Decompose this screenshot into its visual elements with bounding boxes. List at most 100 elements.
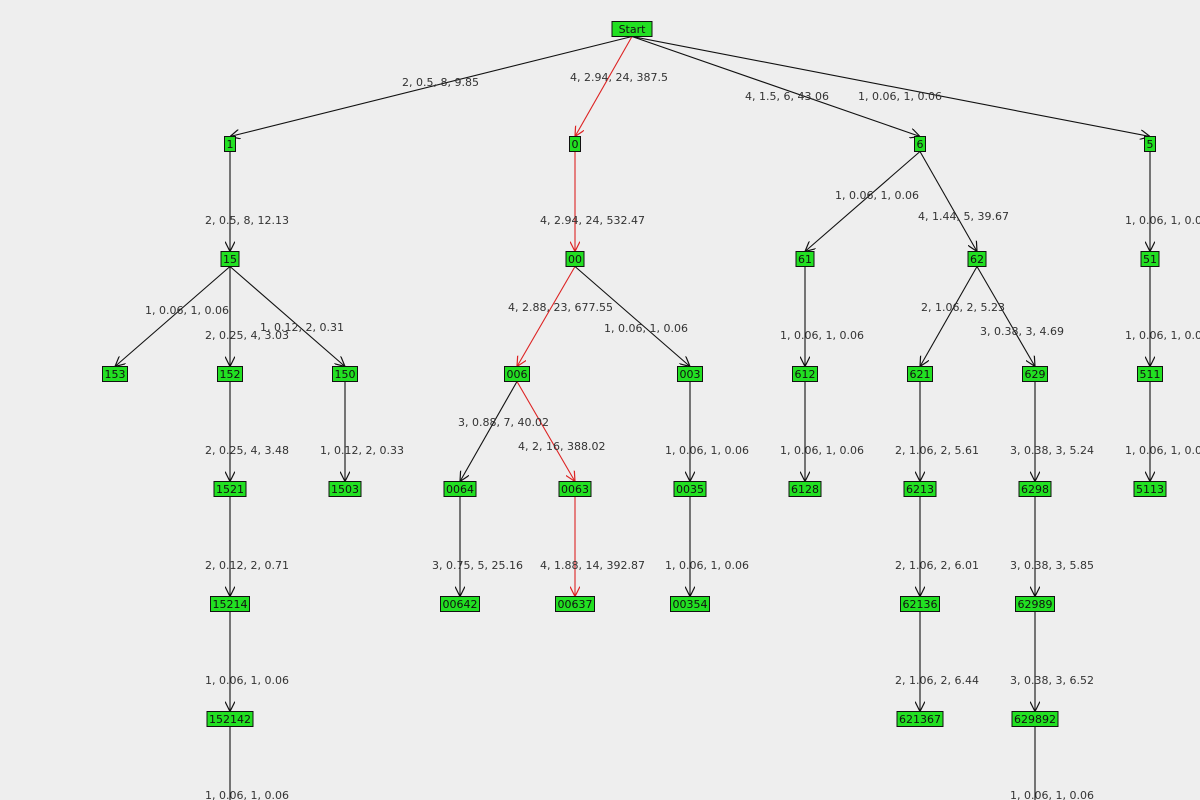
node-61[interactable]: 61 bbox=[795, 251, 815, 267]
node-00637[interactable]: 00637 bbox=[555, 596, 595, 612]
node-label: 62136 bbox=[903, 598, 938, 611]
node-00354[interactable]: 00354 bbox=[670, 596, 710, 612]
edge-006-to-0063 bbox=[516, 381, 575, 482]
node-label: 621367 bbox=[899, 713, 941, 726]
node-612[interactable]: 612 bbox=[792, 366, 818, 382]
edge-label: 1, 0.06, 1, 0.06 bbox=[780, 329, 864, 342]
edge-6-to-61 bbox=[805, 151, 921, 252]
node-label: 152142 bbox=[209, 713, 251, 726]
node-0064[interactable]: 0064 bbox=[443, 481, 477, 497]
node-00642[interactable]: 00642 bbox=[440, 596, 480, 612]
edge-label: 1, 0.06, 1, 0.06 bbox=[858, 90, 942, 103]
edge-label: 1, 0.06, 1, 0.06 bbox=[780, 444, 864, 457]
node-box bbox=[328, 481, 362, 497]
node-box bbox=[443, 481, 477, 497]
node-label: 00637 bbox=[558, 598, 593, 611]
node-629892[interactable]: 629892 bbox=[1011, 711, 1059, 727]
node-box bbox=[914, 136, 926, 152]
node-0035[interactable]: 0035 bbox=[673, 481, 707, 497]
node-62989[interactable]: 62989 bbox=[1015, 596, 1055, 612]
node-label: 00642 bbox=[443, 598, 478, 611]
node-0063[interactable]: 0063 bbox=[558, 481, 592, 497]
edge-label: 1, 0.06, 1, 0.06 bbox=[1125, 329, 1200, 342]
node-1[interactable]: 1 bbox=[224, 136, 236, 152]
node-label: 003 bbox=[680, 368, 701, 381]
edge-Start-to-6 bbox=[631, 35, 920, 137]
node-006[interactable]: 006 bbox=[504, 366, 530, 382]
node-6298[interactable]: 6298 bbox=[1018, 481, 1052, 497]
node-6213[interactable]: 6213 bbox=[903, 481, 937, 497]
node-629[interactable]: 629 bbox=[1022, 366, 1048, 382]
node-box bbox=[788, 481, 822, 497]
node-5[interactable]: 5 bbox=[1144, 136, 1156, 152]
node-label: 15214 bbox=[213, 598, 248, 611]
node-15[interactable]: 15 bbox=[220, 251, 240, 267]
edge-label: 4, 1.5, 6, 43.06 bbox=[745, 90, 829, 103]
edge-label: 1, 0.06, 1, 0.06 bbox=[1010, 789, 1094, 800]
edge-00-to-003 bbox=[574, 266, 690, 367]
edge-label: 3, 0.38, 3, 5.85 bbox=[1010, 559, 1094, 572]
edge-label: 1, 0.06, 1, 0.06 bbox=[1125, 214, 1200, 227]
node-box bbox=[1022, 366, 1048, 382]
node-6128[interactable]: 6128 bbox=[788, 481, 822, 497]
node-label: 150 bbox=[335, 368, 356, 381]
edge-label: 1, 0.06, 1, 0.06 bbox=[604, 322, 688, 335]
node-1503[interactable]: 1503 bbox=[328, 481, 362, 497]
node-6[interactable]: 6 bbox=[914, 136, 926, 152]
node-label: 51 bbox=[1143, 253, 1157, 266]
edge-label: 2, 0.12, 2, 0.71 bbox=[205, 559, 289, 572]
edge-label: 4, 2.94, 24, 387.5 bbox=[570, 71, 668, 84]
edge-Start-to-0 bbox=[575, 36, 633, 137]
node-153[interactable]: 153 bbox=[102, 366, 128, 382]
node-621[interactable]: 621 bbox=[907, 366, 933, 382]
node-label: 153 bbox=[105, 368, 126, 381]
edge-62-to-621 bbox=[920, 266, 978, 367]
node-label: 006 bbox=[507, 368, 528, 381]
node-51[interactable]: 51 bbox=[1140, 251, 1160, 267]
node-box bbox=[1011, 711, 1059, 727]
node-box bbox=[504, 366, 530, 382]
node-621367[interactable]: 621367 bbox=[896, 711, 944, 727]
node-label: 61 bbox=[798, 253, 812, 266]
node-label: 1521 bbox=[216, 483, 244, 496]
node-box bbox=[896, 711, 944, 727]
node-1521[interactable]: 1521 bbox=[213, 481, 247, 497]
edge-label: 1, 0.06, 1, 0.06 bbox=[205, 674, 289, 687]
node-label: 612 bbox=[795, 368, 816, 381]
node-150[interactable]: 150 bbox=[332, 366, 358, 382]
edge-label: 1, 0.12, 2, 0.33 bbox=[320, 444, 404, 457]
node-Start[interactable]: Start bbox=[611, 21, 653, 37]
node-label: 5 bbox=[1147, 138, 1154, 151]
node-box bbox=[558, 481, 592, 497]
edge-Start-to-5 bbox=[631, 35, 1150, 137]
node-box bbox=[332, 366, 358, 382]
edge-15-to-153 bbox=[115, 266, 231, 367]
node-label: 629892 bbox=[1014, 713, 1056, 726]
node-box bbox=[967, 251, 987, 267]
node-label: 6128 bbox=[791, 483, 819, 496]
node-label: 152 bbox=[220, 368, 241, 381]
node-label: 00 bbox=[568, 253, 582, 266]
node-152[interactable]: 152 bbox=[217, 366, 243, 382]
edge-label: 4, 2.94, 24, 532.47 bbox=[540, 214, 645, 227]
node-box bbox=[102, 366, 128, 382]
node-0[interactable]: 0 bbox=[569, 136, 581, 152]
node-62136[interactable]: 62136 bbox=[900, 596, 940, 612]
node-box bbox=[900, 596, 940, 612]
edge-label: 1, 0.06, 1, 0.06 bbox=[835, 189, 919, 202]
node-label: 5113 bbox=[1136, 483, 1164, 496]
edge-15-to-150 bbox=[229, 266, 345, 367]
node-box bbox=[795, 251, 815, 267]
node-152142[interactable]: 152142 bbox=[206, 711, 254, 727]
node-5113[interactable]: 5113 bbox=[1133, 481, 1167, 497]
edge-label: 4, 1.44, 5, 39.67 bbox=[918, 210, 1009, 223]
node-box bbox=[220, 251, 240, 267]
nodes-layer: Start 1 0 6 5 15 00 61 62 51 153 152 150 006 003 612 621… bbox=[102, 21, 1167, 727]
node-15214[interactable]: 15214 bbox=[210, 596, 250, 612]
edge-label: 3, 0.38, 3, 5.24 bbox=[1010, 444, 1094, 457]
node-62[interactable]: 62 bbox=[967, 251, 987, 267]
node-003[interactable]: 003 bbox=[677, 366, 703, 382]
node-00[interactable]: 00 bbox=[565, 251, 585, 267]
node-511[interactable]: 511 bbox=[1137, 366, 1163, 382]
node-box bbox=[569, 136, 581, 152]
